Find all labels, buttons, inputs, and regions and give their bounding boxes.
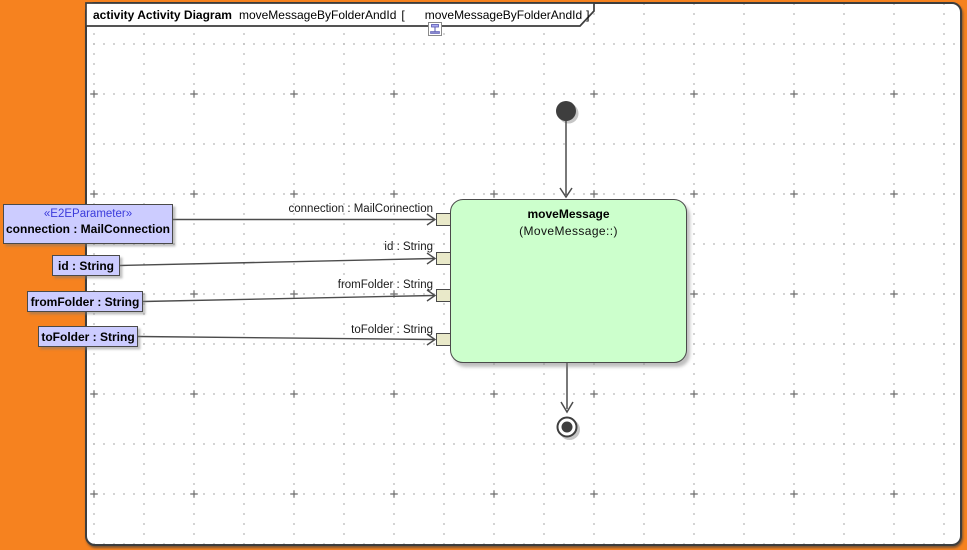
frame-tab-title[interactable]: activity Activity Diagram moveMessageByF… [93,7,590,36]
action-classifier: (MoveMessage::) [519,224,618,238]
diagram-context-name: moveMessageByFolderAndId [424,8,583,22]
input-pin-connection[interactable] [436,213,451,226]
action-name: moveMessage [527,207,610,221]
input-pin-fromfolder[interactable] [436,289,451,302]
bracket-open: [ [401,8,405,22]
bracket-close: ] [586,8,590,22]
parameter-name: toFolder : String [41,330,135,344]
frame-tab-shape[interactable] [85,2,599,28]
parameter-name: fromFolder : String [30,295,140,309]
parameter-stereotype: «E2EParameter» [43,208,133,220]
parameter-node-fromfolder[interactable]: fromFolder : String [27,291,143,312]
input-pin-id[interactable] [436,252,451,265]
input-pin-tofolder[interactable] [436,333,451,346]
parameter-node-connection[interactable]: «E2EParameter» connection : MailConnecti… [3,204,173,244]
edge-label-tofolder[interactable]: toFolder : String [351,324,433,336]
edge-label-connection[interactable]: connection : MailConnection [288,203,433,215]
parameter-name: id : String [58,259,114,273]
diagram-kind-label: activity Activity Diagram [93,8,232,22]
edge-label-id[interactable]: id : String [384,241,433,253]
edge-label-fromfolder[interactable]: fromFolder : String [337,279,433,291]
parameter-node-tofolder[interactable]: toFolder : String [38,326,138,347]
diagram-name: moveMessageByFolderAndId [238,8,397,22]
parameter-node-id[interactable]: id : String [52,255,120,276]
diagram-frame[interactable] [85,2,962,546]
parameter-name: connection : MailConnection [6,222,170,236]
activity-diagram-icon [408,8,442,36]
action-movemessage[interactable]: moveMessage (MoveMessage::) [450,199,687,363]
